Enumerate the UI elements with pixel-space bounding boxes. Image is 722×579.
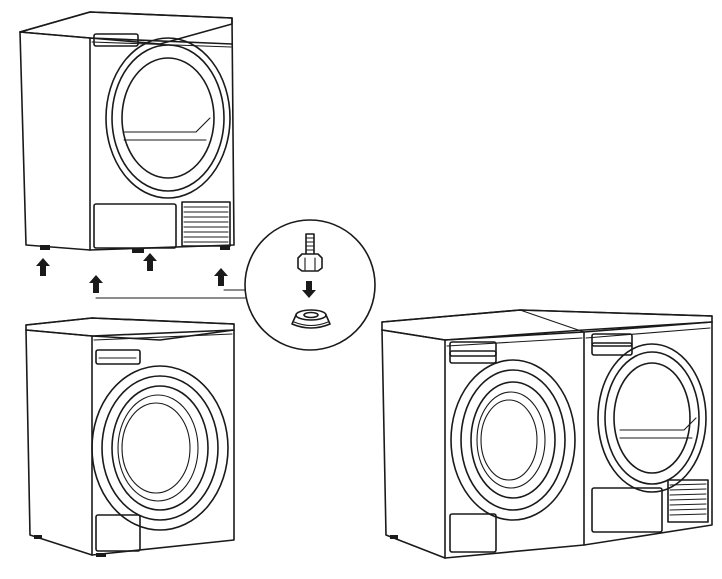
side-by-side-installation xyxy=(381,309,713,559)
dryer-filter-panel xyxy=(93,203,177,249)
up-arrow-icon xyxy=(214,268,228,286)
dryer-vent-grille xyxy=(667,479,709,523)
up-arrow-icon xyxy=(36,258,50,276)
washing-machine-right-pair xyxy=(381,329,585,559)
detergent-drawer xyxy=(449,341,497,357)
adjustable-foot-icon xyxy=(297,233,323,272)
dryer-vent-grille xyxy=(181,201,231,247)
dryer-door xyxy=(597,343,707,493)
up-arrow-icon xyxy=(143,253,157,271)
dryer-filter-panel xyxy=(591,487,663,533)
washing-machine-left xyxy=(25,317,235,557)
dryer-control-panel xyxy=(591,333,633,347)
down-arrow-icon xyxy=(302,281,316,298)
detergent-drawer xyxy=(95,349,141,365)
foot-detail-callout xyxy=(244,219,376,351)
tumble-dryer-right-pair xyxy=(583,321,713,546)
up-arrow-icon xyxy=(89,275,103,293)
dryer-door xyxy=(105,37,231,199)
filter-cover xyxy=(449,513,497,553)
filter-cover xyxy=(95,514,141,552)
washer-door xyxy=(450,359,576,521)
dryer-control-panel xyxy=(93,33,139,47)
rubber-foot-cup-icon xyxy=(291,309,331,329)
washer-door xyxy=(91,365,229,531)
top-dryer xyxy=(19,11,235,253)
